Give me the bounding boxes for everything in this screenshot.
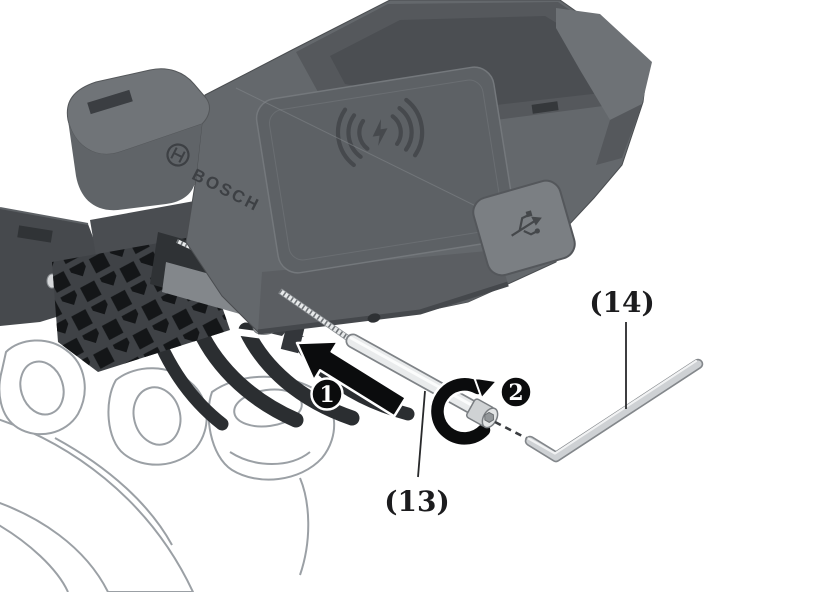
hex-key: [524, 358, 704, 463]
insert-arrow-icon: [295, 340, 408, 418]
usb-port-flap: [472, 179, 576, 277]
screw-head: [465, 398, 499, 429]
label-screw-13: (13): [384, 485, 449, 518]
left-clamp-arm: [66, 68, 210, 211]
housing-hole: [367, 313, 381, 323]
usb-icon: [511, 210, 542, 237]
leader-line-13: [417, 390, 426, 478]
charging-pad: [255, 66, 517, 274]
right-clamp-arm: [556, 8, 652, 165]
rotate-clockwise-arrow-icon: [428, 375, 498, 448]
bracket-notch: [17, 225, 53, 243]
step-1-badge: 1: [310, 377, 344, 411]
clamping-screw: [278, 288, 485, 418]
smartphone-grip-device: BOSCH: [66, 0, 652, 335]
step-1-number: 1: [319, 382, 334, 408]
hex-socket: [484, 411, 495, 423]
wireless-charging-icon: [335, 97, 425, 168]
label-hex-key-14: (14): [589, 286, 654, 319]
alignment-dashed-line: [494, 420, 529, 441]
screw-thread: [278, 289, 357, 345]
step-2-badge: 2: [499, 375, 533, 409]
step-2-number: 2: [508, 380, 523, 406]
screw-shaft: [347, 335, 483, 416]
